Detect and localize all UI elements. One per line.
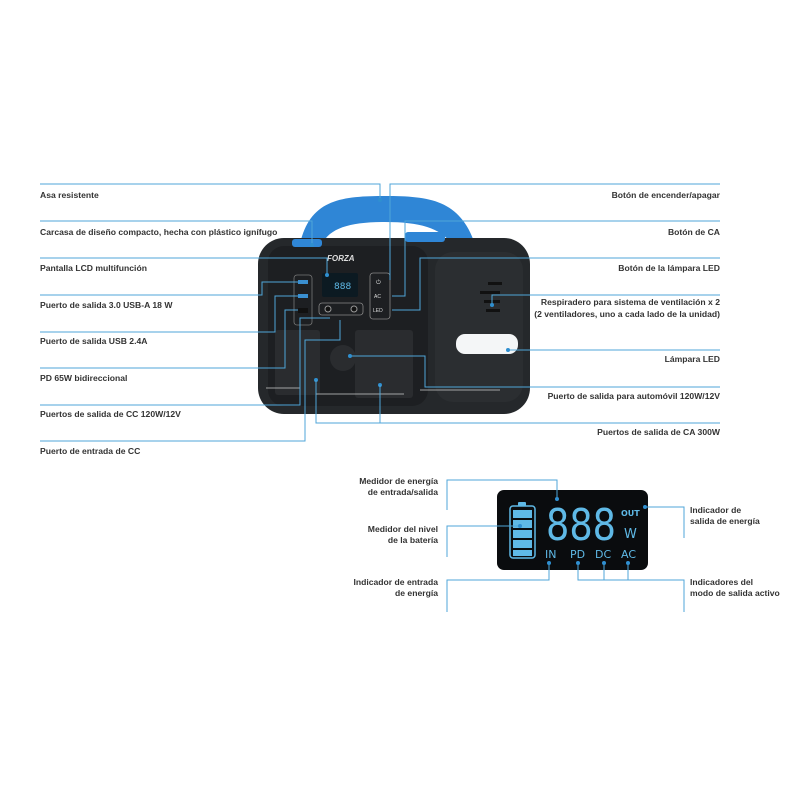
label-output-indicator: Indicador de (690, 505, 741, 515)
power-station: FORZA 888 ⏻ AC LED (258, 196, 530, 414)
label-casing: Carcasa de diseño compacto, hecha con pl… (40, 227, 277, 237)
brand-logo: FORZA (327, 254, 355, 263)
lcd-detail: 888 OUT W IN PD DC AC Medidor de energía… (353, 476, 780, 612)
label-mode-indicators: Indicadores del (690, 577, 753, 587)
lcd-out: OUT (621, 509, 640, 518)
label-ac-out: Puertos de salida de CA 300W (597, 427, 721, 437)
handle (300, 196, 475, 244)
battery-icon (509, 502, 536, 559)
led-lamp (456, 334, 518, 354)
dc-out-cover (275, 330, 320, 395)
label-dc-out: Puertos de salida de CC 120W/12V (40, 409, 181, 419)
label-usb: Puerto de salida USB 2.4A (40, 336, 147, 346)
label-lcd: Pantalla LCD multifunción (40, 263, 147, 273)
label-dc-in: Puerto de entrada de CC (40, 446, 140, 456)
label-led-lamp: Lámpara LED (665, 354, 720, 364)
label-car-port: Puerto de salida para automóvil 120W/12V (548, 391, 721, 401)
label-led-button: Botón de la lámpara LED (618, 263, 720, 273)
right-callouts: Botón de encender/apagar Botón de CA Bot… (315, 183, 721, 437)
label-battery-meter-2: de la batería (388, 535, 438, 545)
label-usb-a: Puerto de salida 3.0 USB-A 18 W (40, 300, 173, 310)
label-energy-meter: Medidor de energía (359, 476, 438, 486)
label-mode-indicators-2: modo de salida activo (690, 588, 780, 598)
usb-port[interactable] (298, 294, 308, 298)
dc-port-2[interactable] (350, 305, 358, 313)
label-ac-button: Botón de CA (668, 227, 720, 237)
ac-button[interactable]: AC (374, 294, 381, 300)
dc-port-1[interactable] (324, 305, 332, 313)
label-energy-meter-2: de entrada/salida (368, 487, 438, 497)
mode-dc: DC (595, 548, 611, 561)
label-output-indicator-2: salida de energía (690, 516, 760, 526)
label-pd: PD 65W bidireccional (40, 373, 127, 383)
left-callouts: Asa resistente Carcasa de diseño compact… (40, 183, 382, 456)
mode-ac: AC (621, 548, 636, 561)
lcd-unit: W (624, 527, 637, 542)
device-lcd (322, 273, 358, 297)
power-button[interactable]: ⏻ (376, 279, 381, 286)
device-lcd-digits: 888 (334, 282, 351, 292)
label-handle: Asa resistente (40, 190, 99, 200)
mode-pd: PD (570, 548, 585, 561)
led-button[interactable]: LED (373, 308, 383, 314)
label-vent: Respiradero para sistema de ventilación … (541, 297, 720, 307)
ac-outlet-cover (355, 330, 413, 398)
label-power-button: Botón de encender/apagar (612, 190, 721, 200)
usb-a-port[interactable] (298, 280, 308, 284)
mode-in: IN (545, 548, 556, 561)
lcd-digits: 888 (546, 500, 616, 551)
pd-port[interactable] (298, 308, 308, 313)
label-input-indicator-2: de energía (395, 588, 438, 598)
label-battery-meter: Medidor del nivel (368, 524, 438, 534)
label-input-indicator: Indicador de entrada (353, 577, 438, 587)
label-vent-note: (2 ventiladores, uno a cada lado de la u… (534, 309, 720, 319)
car-port[interactable] (330, 345, 356, 371)
